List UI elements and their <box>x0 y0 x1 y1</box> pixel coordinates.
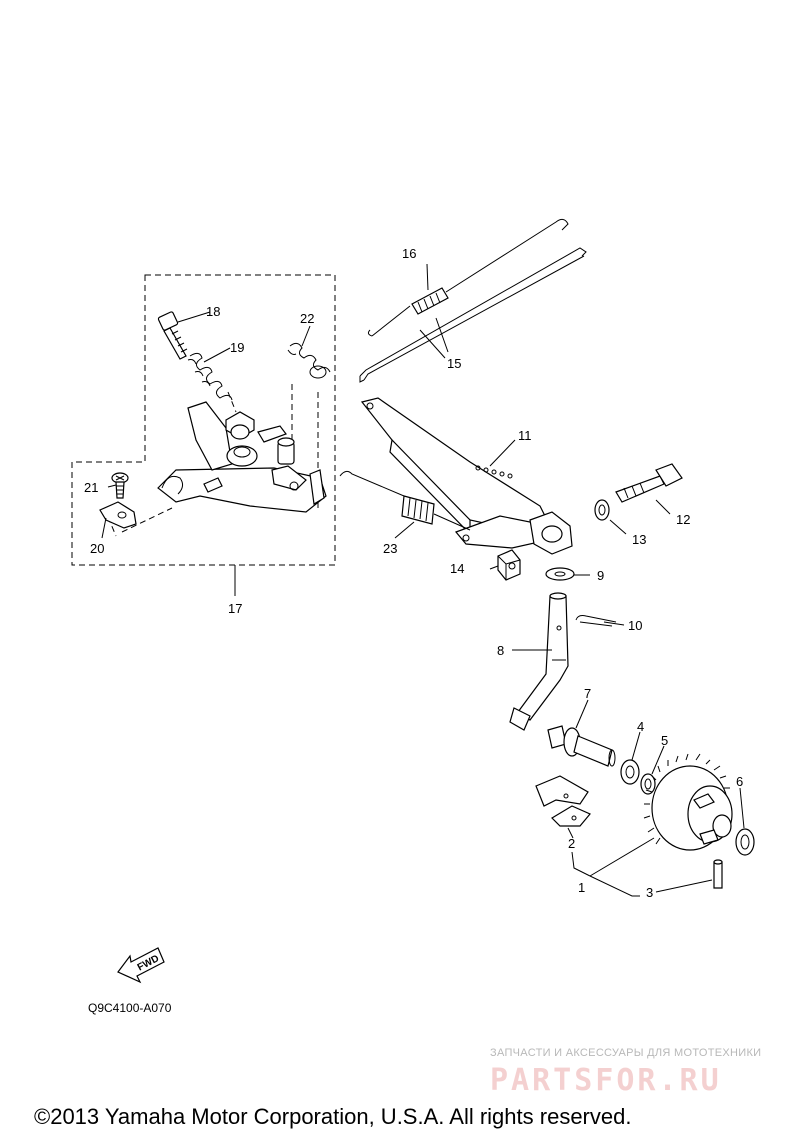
callout-22: 22 <box>300 311 314 326</box>
governor-plate-assembly <box>157 401 327 513</box>
callout-20: 20 <box>90 541 104 556</box>
callout-13: 13 <box>632 532 646 547</box>
clip-20 <box>99 501 137 529</box>
watermark-logo: PARTSFOR.RU <box>490 1063 722 1098</box>
pin-3 <box>713 859 723 889</box>
callout-19: 19 <box>230 340 244 355</box>
rod-15 <box>359 247 587 383</box>
washer-9 <box>545 567 575 581</box>
callout-labels: 1 2 3 4 5 6 7 8 9 10 11 12 13 14 15 16 1… <box>84 246 743 900</box>
drawing-code: Q9C4100-A070 <box>88 1001 172 1015</box>
washer-13 <box>594 499 610 521</box>
callout-14: 14 <box>450 561 464 576</box>
callout-16: 16 <box>402 246 416 261</box>
callout-23: 23 <box>383 541 397 556</box>
callout-11: 11 <box>518 428 532 443</box>
callout-6: 6 <box>736 774 743 789</box>
assembly-17-outline <box>71 274 336 566</box>
callout-1: 1 <box>578 880 585 895</box>
spring-16 <box>367 218 569 337</box>
governor-gear-1 <box>643 753 733 851</box>
shaft-8 <box>509 592 569 731</box>
callout-7: 7 <box>584 686 591 701</box>
spring-19 <box>187 352 233 401</box>
callout-18: 18 <box>206 304 220 319</box>
callout-17: 17 <box>228 601 242 616</box>
spring-23 <box>339 470 471 531</box>
bolt-12 <box>615 463 683 503</box>
screw-21 <box>111 472 129 499</box>
callout-21: 21 <box>84 480 98 495</box>
callout-12: 12 <box>676 512 690 527</box>
callout-8: 8 <box>497 643 504 658</box>
callout-5: 5 <box>661 733 668 748</box>
washer-5 <box>640 773 656 795</box>
callout-10: 10 <box>628 618 642 633</box>
callout-2: 2 <box>568 836 575 851</box>
watermark-tagline: ЗАПЧАСТИ И АКСЕССУАРЫ ДЛЯ МОТОТЕХНИКИ <box>490 1047 761 1059</box>
nut-14 <box>497 549 521 581</box>
shaft-7 <box>547 725 616 767</box>
washer-6 <box>735 828 755 856</box>
pin-10 <box>575 615 617 627</box>
callout-4: 4 <box>637 719 644 734</box>
spring-22 <box>287 342 331 379</box>
callout-3: 3 <box>646 885 653 900</box>
weight-2 <box>535 775 591 827</box>
washer-4 <box>620 759 640 785</box>
fwd-arrow-icon: FWD <box>117 947 165 984</box>
lever-11 <box>360 397 573 555</box>
leader-lines <box>101 263 745 897</box>
bolt-18 <box>157 311 188 360</box>
callout-15: 15 <box>447 356 461 371</box>
callout-9: 9 <box>597 568 604 583</box>
copyright-text: ©2013 Yamaha Motor Corporation, U.S.A. A… <box>34 1104 631 1129</box>
